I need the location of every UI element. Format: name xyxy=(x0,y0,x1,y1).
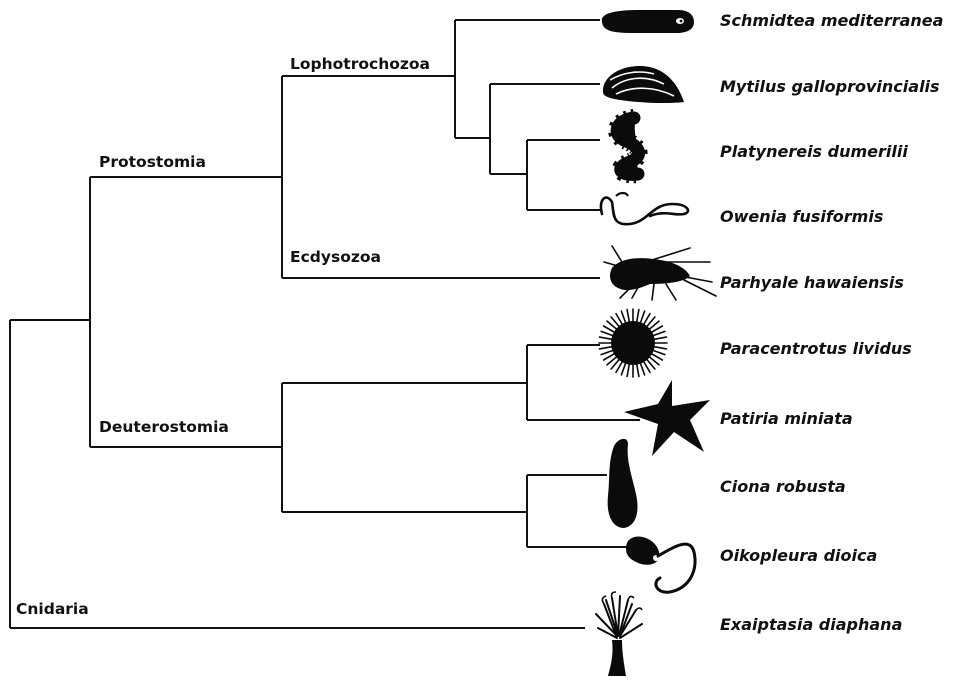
species-label-mytilus: Mytilus galloprovincialis xyxy=(720,77,940,96)
species-label-parhyale: Parhyale hawaiensis xyxy=(720,273,904,292)
sea-squirt-icon xyxy=(608,439,638,528)
annelid-worm-icon xyxy=(617,118,638,174)
tree-branches xyxy=(10,20,640,628)
clade-label-lophotrochozoa: Lophotrochozoa xyxy=(290,55,430,73)
species-label-owenia: Owenia fusiformis xyxy=(720,207,883,226)
sea-anemone-icon xyxy=(596,592,642,676)
species-label-patiria: Patiria miniata xyxy=(720,409,853,428)
larvacean-icon xyxy=(626,536,695,592)
species-label-exaiptasia: Exaiptasia diaphana xyxy=(720,615,902,634)
mussel-icon xyxy=(603,66,684,103)
clade-label-deuterostomia: Deuterostomia xyxy=(99,418,229,436)
species-label-paracentrotus: Paracentrotus lividus xyxy=(720,339,912,358)
species-label-ciona: Ciona robusta xyxy=(720,477,846,496)
starfish-icon xyxy=(624,380,710,456)
clade-label-cnidaria: Cnidaria xyxy=(16,600,89,618)
amphipod-icon xyxy=(604,246,716,300)
species-label-oikopleura: Oikopleura dioica xyxy=(720,546,877,565)
clade-label-protostomia: Protostomia xyxy=(99,153,206,171)
flatworm-icon xyxy=(602,10,694,33)
clade-label-ecdysozoa: Ecdysozoa xyxy=(290,248,381,266)
tube-worm-icon xyxy=(601,193,688,224)
species-label-schmidtea: Schmidtea mediterranea xyxy=(720,11,943,30)
species-label-platynereis: Platynereis dumerilii xyxy=(720,142,908,161)
sea-urchin-icon xyxy=(599,309,667,377)
species-labels: Schmidtea mediterranea Mytilus galloprov… xyxy=(720,11,943,634)
